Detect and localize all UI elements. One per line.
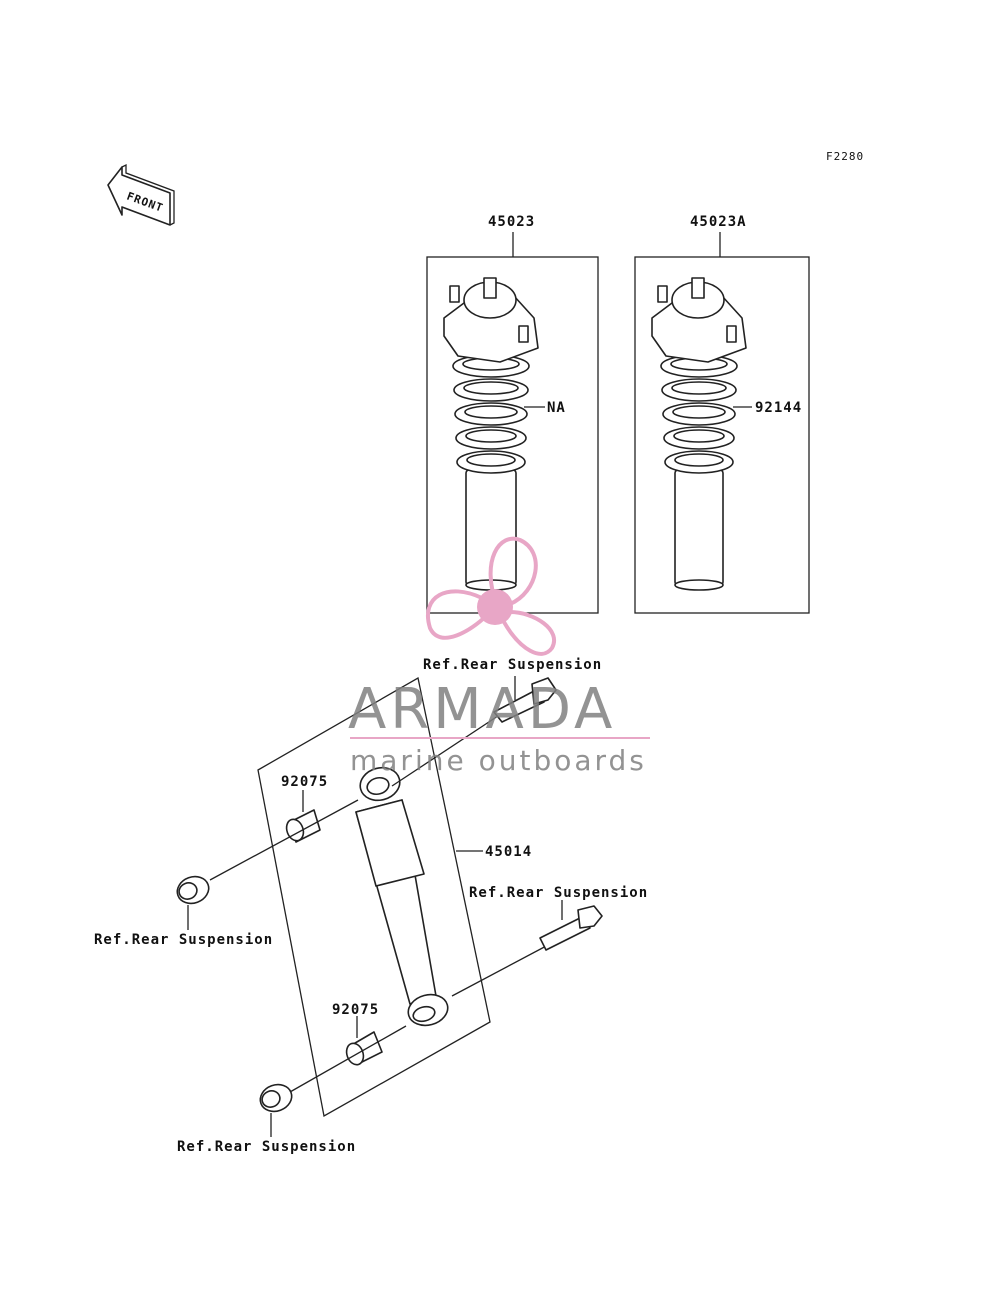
shock-assembly-45023a: 45023A 92144 (634, 214, 810, 614)
part-number-45023a: 45023A (690, 214, 747, 230)
bolt-icon (539, 905, 603, 951)
spring-coil-inner (673, 429, 725, 443)
watermark: ARMADA marine outboards (348, 536, 650, 777)
front-arrow-icon: FRONT (107, 163, 175, 226)
bolt-icon (493, 677, 557, 723)
ref-rear-suspension: Ref.Rear Suspension (94, 932, 273, 948)
flange-nut-icon (259, 1083, 293, 1113)
spring-label-na: NA (547, 400, 566, 416)
assembly-frame (257, 676, 491, 1118)
part-number-45014: 45014 (485, 844, 532, 860)
part-number-45023: 45023 (488, 214, 535, 230)
bushing-label: 92075 (332, 1002, 379, 1018)
shock-absorber-icon (355, 766, 449, 1027)
coilover-shock-icon (651, 277, 747, 591)
diagram-code: F2280 (826, 150, 864, 163)
spring-coil-inner (674, 453, 724, 467)
spring-coil-inner (671, 381, 727, 395)
watermark-brand: ARMADA (348, 677, 616, 742)
bushing-label: 92075 (281, 774, 328, 790)
shock-assembly-45023: 45023 NA (426, 214, 599, 614)
spring-label-92144: 92144 (755, 400, 802, 416)
flange-nut-icon (176, 875, 210, 905)
ref-rear-suspension: Ref.Rear Suspension (177, 1139, 356, 1155)
ref-rear-suspension: Ref.Rear Suspension (469, 885, 648, 901)
rear-shock-assembly-45014: 45014 92075 92075 Ref.Rear Suspension Re… (94, 657, 648, 1155)
spring-coil-inner (463, 381, 519, 395)
spring-coil-inner (464, 405, 518, 419)
spring-coil-inner (672, 405, 726, 419)
coilover-shock-icon (443, 277, 539, 591)
spring-coil-inner (465, 429, 517, 443)
propeller-logo-icon (426, 536, 556, 656)
bushing-icon (345, 1031, 383, 1066)
bushing-icon (285, 809, 321, 843)
spring-coil-inner (466, 453, 516, 467)
watermark-tagline: marine outboards (350, 744, 647, 777)
ref-rear-suspension: Ref.Rear Suspension (423, 657, 602, 673)
assembly-frame (634, 256, 810, 614)
